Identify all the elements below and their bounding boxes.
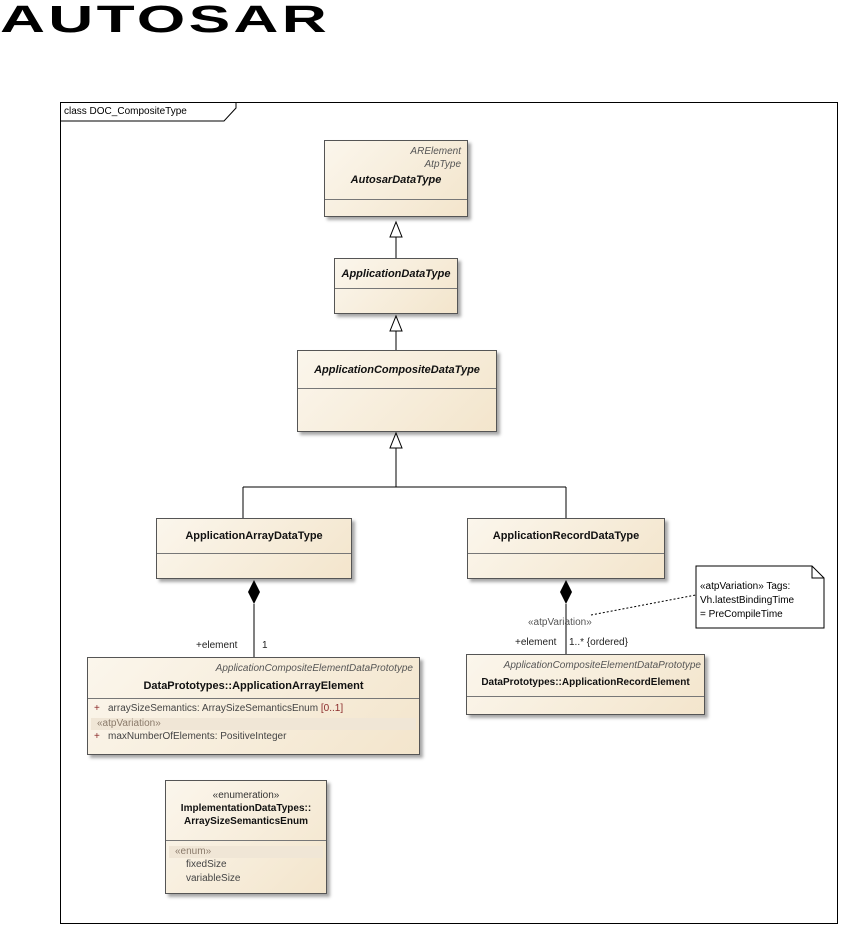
multiplicity-label-array: 1: [262, 640, 268, 651]
role-label-record: +element: [515, 637, 557, 648]
class-name: ApplicationDataType: [341, 268, 451, 280]
multiplicity-label-record: 1..* {ordered}: [569, 637, 628, 648]
stereotype-label: ApplicationCompositeElementDataPrototype: [215, 663, 413, 674]
class-name: AutosarDataType: [350, 174, 442, 186]
stereotype-label: ApplicationCompositeElementDataPrototype: [503, 660, 701, 671]
enum-stereotype: «enum»: [169, 846, 323, 858]
enum-literal: variableSize: [186, 873, 241, 884]
logo-text: AUTOSAR: [0, 0, 330, 38]
composition-diamond-array: [248, 580, 260, 604]
atp-variation-stereotype: «atpVariation»: [91, 718, 416, 730]
enum-literal: fixedSize: [186, 859, 227, 870]
class-application-record-element[interactable]: ApplicationCompositeElementDataPrototype…: [466, 654, 705, 715]
frame-label: class DOC_CompositeType: [64, 106, 187, 117]
class-name: ApplicationRecordDataType: [492, 530, 640, 542]
class-name-line2: ArraySizeSemanticsEnum: [184, 816, 308, 827]
class-array-size-semantics-enum[interactable]: «enumeration» ImplementationDataTypes:: …: [165, 780, 327, 894]
diagram-frame: [60, 102, 838, 924]
role-label-array: +element: [196, 640, 238, 651]
class-application-data-type[interactable]: ApplicationDataType: [334, 258, 458, 314]
class-name: DataPrototypes::ApplicationRecordElement: [481, 677, 690, 688]
stereotype-enumeration: «enumeration»: [212, 790, 280, 801]
class-application-composite-data-type[interactable]: ApplicationCompositeDataType: [297, 350, 497, 432]
note-text: «atpVariation» Tags: Vh.latestBindingTim…: [700, 580, 794, 622]
attribute-max-number-of-elements: +maxNumberOfElements: PositiveInteger: [94, 731, 287, 742]
note-line: = PreCompileTime: [700, 609, 783, 620]
attribute-array-size-semantics: +arraySizeSemantics: ArraySizeSemanticsE…: [94, 703, 344, 714]
note-shape: [695, 565, 825, 629]
class-autosar-data-type[interactable]: ARElement AtpType AutosarDataType: [324, 140, 468, 217]
autosar-logo: AUTOSAR: [0, 0, 330, 38]
stereotype-atptype: AtpType: [424, 159, 462, 170]
stereotype-arelement: ARElement: [410, 146, 461, 157]
class-application-array-data-type[interactable]: ApplicationArrayDataType: [156, 518, 352, 579]
class-name: ApplicationArrayDataType: [185, 530, 323, 542]
class-application-record-data-type[interactable]: ApplicationRecordDataType: [467, 518, 665, 579]
class-name: DataPrototypes::ApplicationArrayElement: [143, 680, 364, 692]
class-name: ApplicationCompositeDataType: [314, 364, 480, 376]
frame-tab: [60, 102, 237, 122]
note-line: Vh.latestBindingTime: [700, 595, 795, 606]
note-line: «atpVariation» Tags:: [700, 581, 791, 592]
atp-variation-label: «atpVariation»: [528, 617, 592, 628]
class-application-array-element[interactable]: ApplicationCompositeElementDataPrototype…: [87, 657, 420, 755]
composition-diamond-record: [560, 580, 572, 604]
class-name-line1: ImplementationDataTypes::: [180, 803, 312, 814]
